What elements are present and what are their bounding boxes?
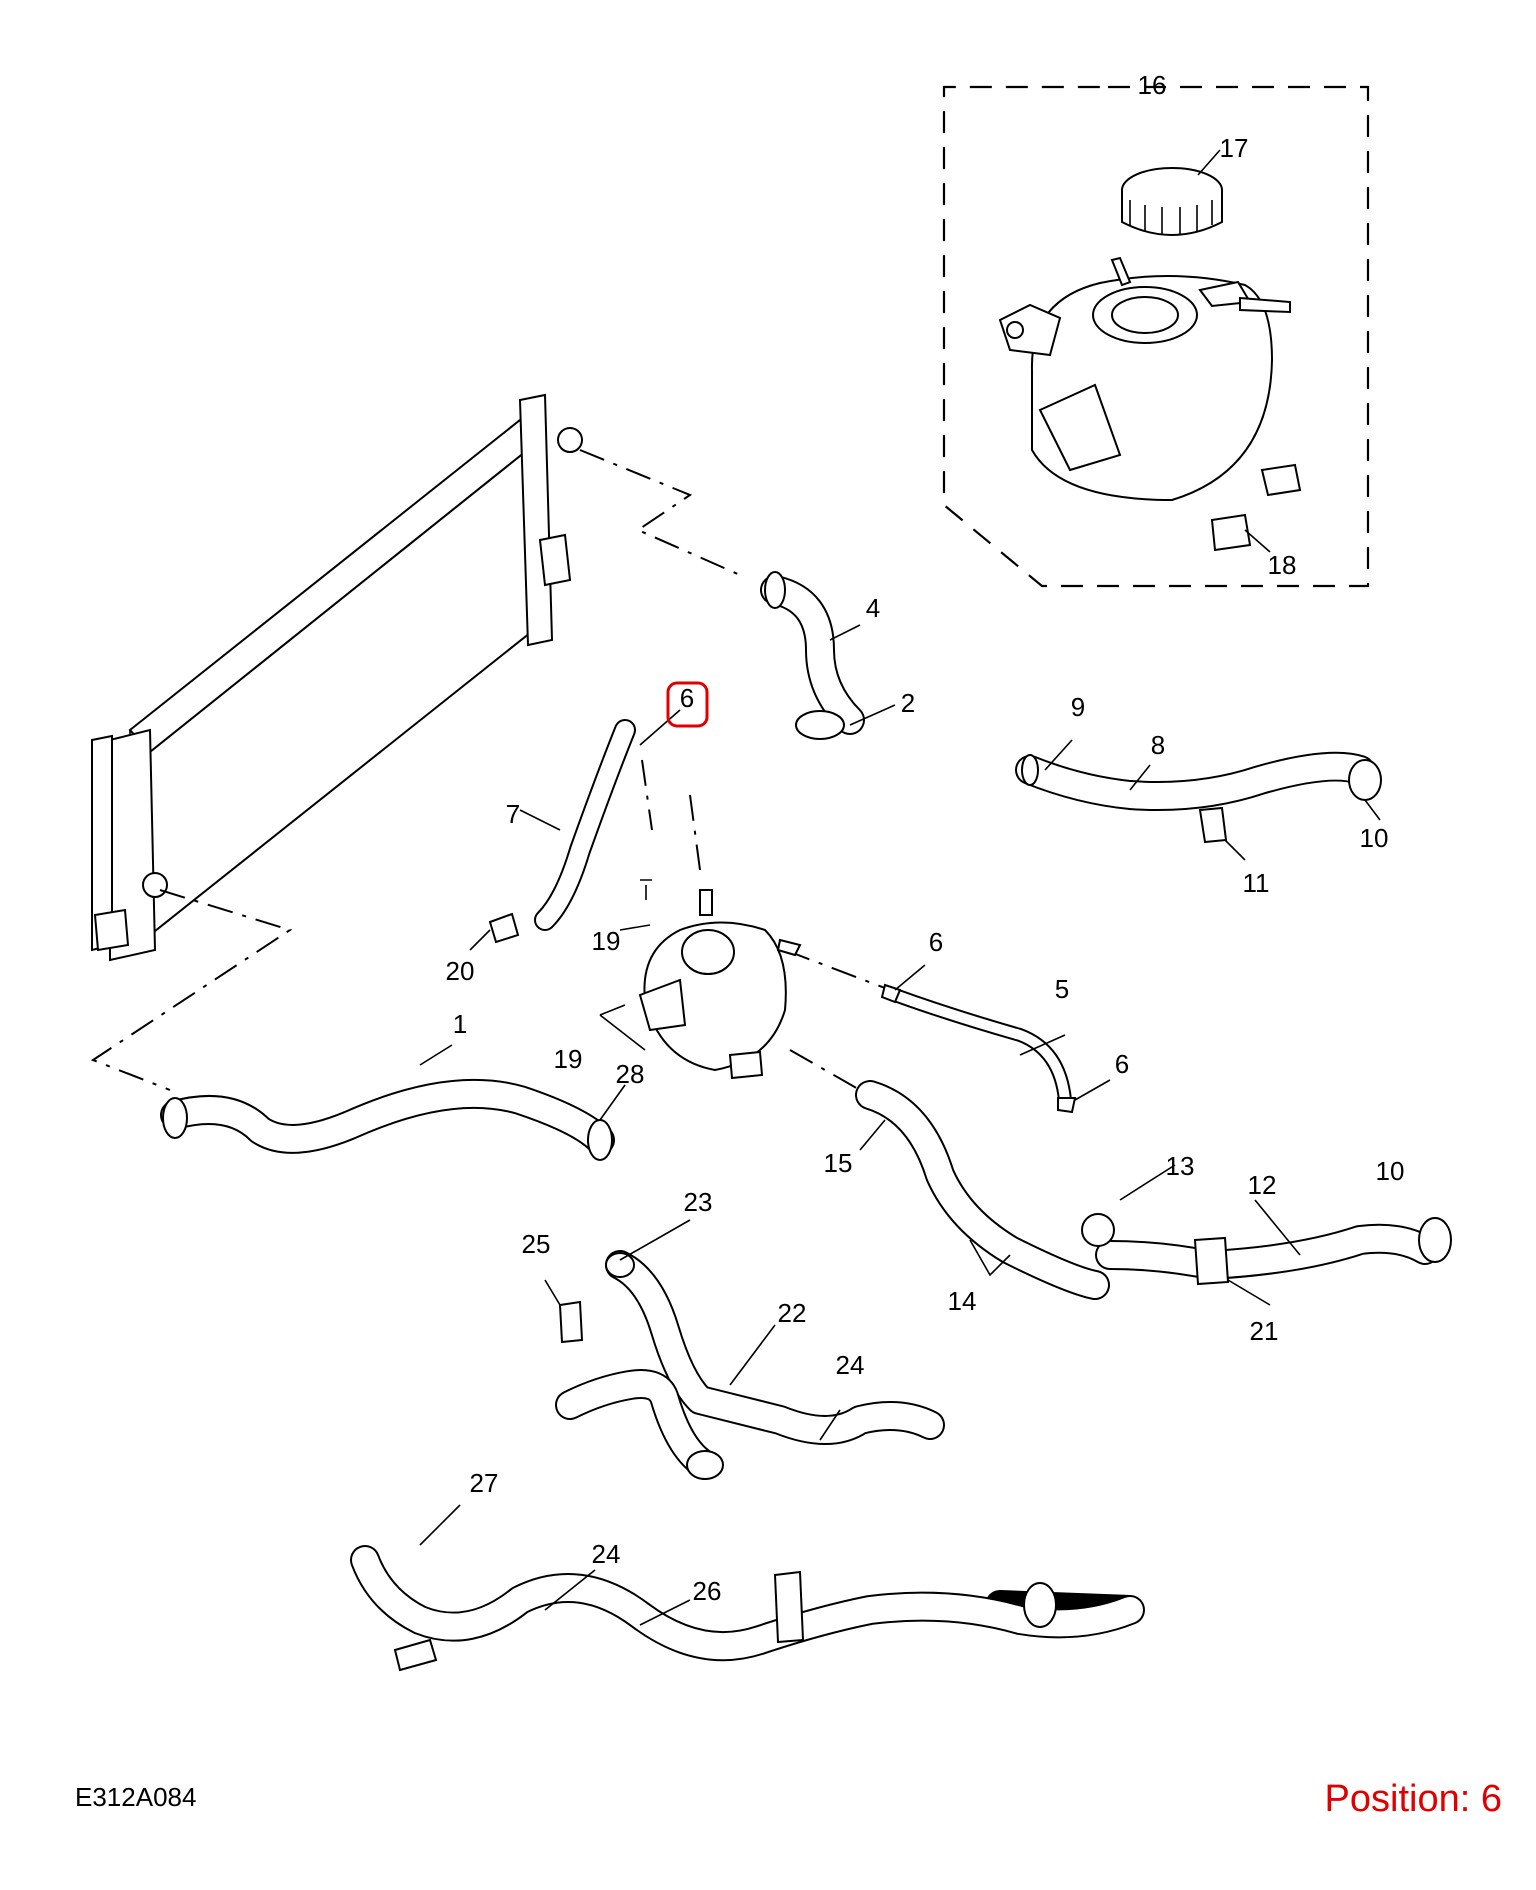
- callout-11: 11: [1243, 868, 1270, 898]
- hose-1: [160, 1078, 615, 1161]
- callout-7: 7: [506, 799, 520, 829]
- callout-19a: 19: [592, 926, 621, 956]
- callout-4: 4: [866, 593, 880, 623]
- callout-22: 22: [778, 1298, 807, 1328]
- callout-24b: 24: [592, 1539, 621, 1569]
- hose-8: [1015, 751, 1382, 844]
- expansion-tank-large: [998, 167, 1302, 552]
- callout-5: 5: [1055, 974, 1069, 1004]
- expansion-tank-small: [599, 879, 802, 1080]
- callout-23: 23: [684, 1187, 713, 1217]
- callout-21: 21: [1250, 1316, 1279, 1346]
- hose-5: [880, 983, 1077, 1114]
- callout-28: 28: [616, 1059, 645, 1089]
- callout-19b: 19: [554, 1044, 583, 1074]
- position-label: Position: 6: [1324, 1778, 1502, 1820]
- callout-13: 13: [1166, 1151, 1195, 1181]
- hose-22-assembly: [555, 1250, 945, 1480]
- callout-1: 1: [453, 1009, 467, 1039]
- callout-10a: 10: [1360, 823, 1389, 853]
- callout-2: 2: [901, 688, 915, 718]
- callout-16: 16: [1138, 70, 1167, 100]
- callout-27: 27: [470, 1468, 499, 1498]
- callout-26: 26: [693, 1576, 722, 1606]
- callout-10b: 10: [1376, 1156, 1405, 1186]
- callout-18: 18: [1268, 550, 1297, 580]
- callouts: 16 17 18 4 2 6 7 20 19 19 1 28 6 5 6 15 …: [446, 70, 1405, 1606]
- hose-26-assembly: [350, 1545, 1145, 1672]
- highlight-box: [666, 681, 709, 728]
- connection-lines: [90, 449, 891, 1091]
- callout-9: 9: [1071, 692, 1085, 722]
- callout-6b: 6: [929, 927, 943, 957]
- callout-20: 20: [446, 956, 475, 986]
- hose-15-12-assembly: [855, 1080, 1452, 1300]
- callout-8: 8: [1151, 730, 1165, 760]
- callout-25: 25: [522, 1229, 551, 1259]
- callout-6-highlighted: 6: [680, 683, 694, 713]
- callout-24a: 24: [836, 1350, 865, 1380]
- radiator: [91, 393, 583, 962]
- hose-4: [760, 571, 865, 740]
- diagram-code: E312A084: [75, 1782, 197, 1812]
- inset-box-expansion-tank: [942, 85, 1370, 588]
- callout-12: 12: [1248, 1170, 1277, 1200]
- callout-17: 17: [1220, 133, 1249, 163]
- hose-7: [488, 719, 636, 944]
- callout-14: 14: [948, 1286, 977, 1316]
- leader-lines: [419, 149, 1381, 1626]
- callout-15: 15: [824, 1148, 853, 1178]
- callout-6c: 6: [1115, 1049, 1129, 1079]
